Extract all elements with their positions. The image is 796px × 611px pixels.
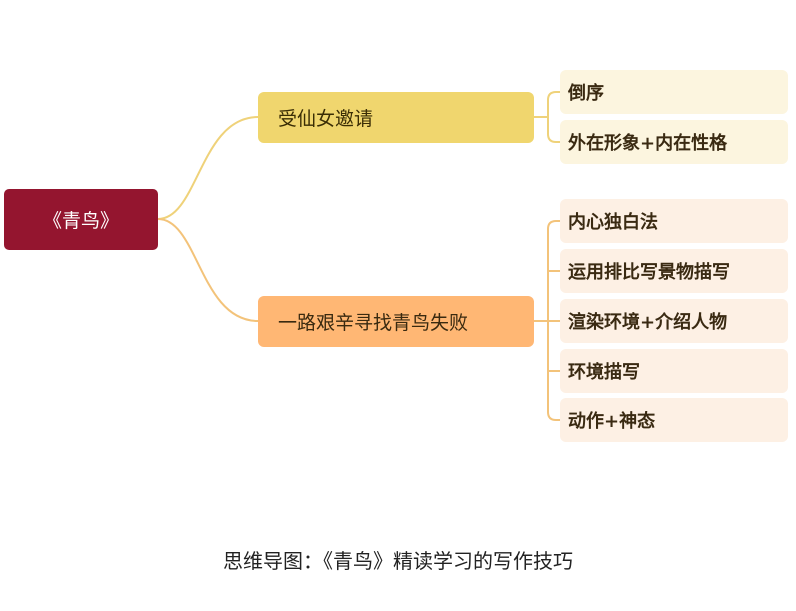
- leaf-node-label: 内心独白法: [568, 212, 658, 233]
- connector-leaf-1-2: [547, 133, 560, 143]
- connector-leaf-1-1: [547, 91, 560, 101]
- leaf-node[interactable]: 外在形象+内在性格: [560, 120, 788, 164]
- mind-map: 《青鸟》 受仙女邀请 一路艰辛寻找青鸟失败 倒序 外在形象+内在性格 内心独白法…: [4, 70, 788, 442]
- leaf-node-label: 外在形象+内在性格: [568, 133, 728, 154]
- connector-lines: [157, 91, 560, 421]
- leaf-node-label: 倒序: [568, 83, 604, 104]
- leaf-node[interactable]: 内心独白法: [560, 199, 788, 243]
- leaf-node-label: 环境描写: [568, 362, 640, 383]
- leaf-node[interactable]: 环境描写: [560, 349, 788, 393]
- leaf-node-label: 渲染环境+介绍人物: [568, 312, 728, 333]
- leaf-node[interactable]: 倒序: [560, 70, 788, 114]
- leaf-node[interactable]: 运用排比写景物描写: [560, 249, 788, 293]
- connector-leaf-2-5: [547, 411, 560, 421]
- caption: 思维导图：《青鸟》精读学习的写作技巧: [223, 549, 573, 573]
- branch-node-label: 受仙女邀请: [278, 108, 374, 130]
- root-node[interactable]: 《青鸟》: [4, 189, 158, 250]
- connector-root-branch-1: [157, 116, 259, 220]
- leaf-node[interactable]: 动作+神态: [560, 398, 788, 442]
- connector-branch-1-trunk: [534, 100, 549, 134]
- branch-node-invitation[interactable]: 受仙女邀请: [258, 92, 534, 143]
- branch-node-label: 一路艰辛寻找青鸟失败: [278, 312, 469, 334]
- branch-node-search[interactable]: 一路艰辛寻找青鸟失败: [258, 296, 534, 347]
- root-node-label: 《青鸟》: [42, 210, 119, 232]
- connector-leaf-2-1: [547, 220, 560, 230]
- leaf-node[interactable]: 渲染环境+介绍人物: [560, 299, 788, 343]
- leaf-node-label: 动作+神态: [568, 411, 656, 432]
- connector-branch-2-trunk: [534, 229, 549, 412]
- leaf-node-label: 运用排比写景物描写: [568, 262, 730, 283]
- connector-root-branch-2: [157, 218, 259, 322]
